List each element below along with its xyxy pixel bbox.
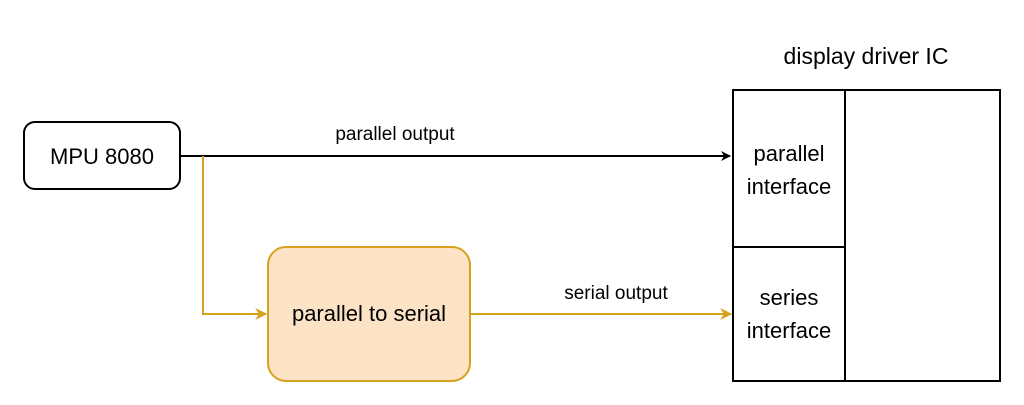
edge-parallel-output: parallel output: [180, 124, 731, 161]
parallel-output-label: parallel output: [335, 124, 455, 145]
edge-serial-output: serial output: [470, 283, 733, 320]
parallel-interface-line2: interface: [747, 174, 831, 199]
parallel-interface-cell: parallel interface: [747, 141, 831, 199]
display-driver-ic: display driver IC parallel interface ser…: [732, 43, 1001, 382]
converter-label: parallel to serial: [292, 301, 446, 326]
series-interface-line2: interface: [747, 318, 831, 343]
ic-outer-box: [732, 89, 1001, 382]
edge-mpu-to-converter: [202, 156, 268, 320]
series-interface-cell: series interface: [747, 285, 831, 343]
serial-output-label: serial output: [564, 283, 668, 304]
parallel-interface-line1: parallel: [754, 141, 825, 166]
mpu-label: MPU 8080: [50, 144, 154, 169]
converter-node: parallel to serial: [267, 246, 471, 382]
mpu-to-converter-line: [202, 156, 268, 320]
ic-title: display driver IC: [784, 43, 949, 69]
series-interface-line1: series: [760, 285, 819, 310]
mpu-node: MPU 8080: [23, 121, 181, 190]
